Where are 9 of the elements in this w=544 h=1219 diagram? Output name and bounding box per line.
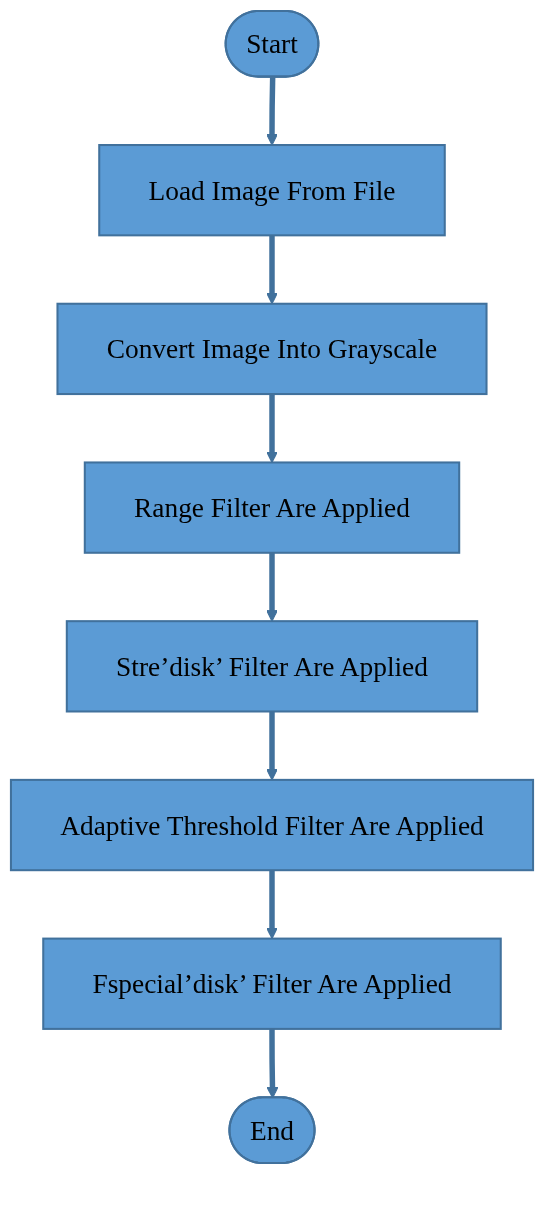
node-box: Load Image From File: [98, 144, 446, 237]
arrow: [266, 552, 278, 622]
node-box: Stre’disk’ Filter Are Applied: [65, 620, 479, 713]
node-box: Fspecial’disk’ Filter Are Applied: [42, 937, 502, 1030]
arrow: [266, 77, 278, 146]
arrow: [266, 394, 278, 463]
node-box: Adaptive Threshold Filter Are Applied: [9, 778, 535, 872]
node-box: Convert Image Into Grayscale: [56, 302, 488, 396]
node-box: Range Filter Are Applied: [83, 461, 461, 554]
